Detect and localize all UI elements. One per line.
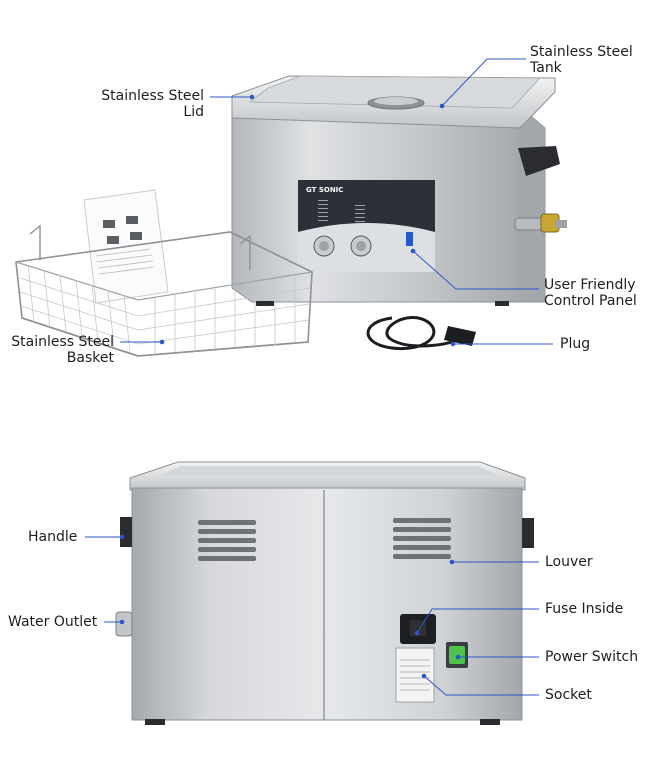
tank-label: Stainless Steel Tank	[530, 44, 633, 76]
tank-handle	[518, 146, 560, 176]
basket	[15, 224, 313, 357]
lid-label-line-1: Stainless Steel	[101, 88, 204, 104]
power-plug	[366, 316, 476, 351]
leader-lines	[85, 58, 553, 696]
socket-label: Socket	[545, 687, 592, 703]
tank-label-line-1: Stainless Steel	[530, 44, 633, 60]
plug-label: Plug	[560, 336, 591, 352]
water-outlet-label: Water Outlet	[8, 614, 98, 630]
control-panel-label-line-1: User Friendly	[544, 277, 636, 293]
tank-label-line-2: Tank	[530, 60, 562, 76]
lid-label: Stainless Steel Lid	[74, 88, 204, 120]
louver-right	[393, 518, 451, 559]
control-panel-label: User Friendly Control Panel	[544, 277, 637, 309]
louver-label: Louver	[545, 554, 593, 570]
basket-label: Stainless Steel Basket	[4, 334, 114, 366]
louver-left	[198, 520, 256, 561]
svg-text:GT SONIC: GT SONIC	[306, 186, 343, 194]
back-panel	[131, 487, 523, 721]
back-view	[115, 461, 534, 725]
handle-label: Handle	[28, 529, 78, 545]
basket-label-line-2: Basket	[66, 350, 114, 366]
front-view: GT SONIC	[231, 75, 567, 306]
control-panel-label-line-2: Control Panel	[544, 293, 637, 309]
power-switch-label: Power Switch	[545, 649, 639, 665]
lid-label-line-2: Lid	[183, 104, 204, 120]
basket-label-line-1: Stainless Steel	[11, 334, 114, 350]
fuse-label: Fuse Inside	[545, 601, 624, 617]
